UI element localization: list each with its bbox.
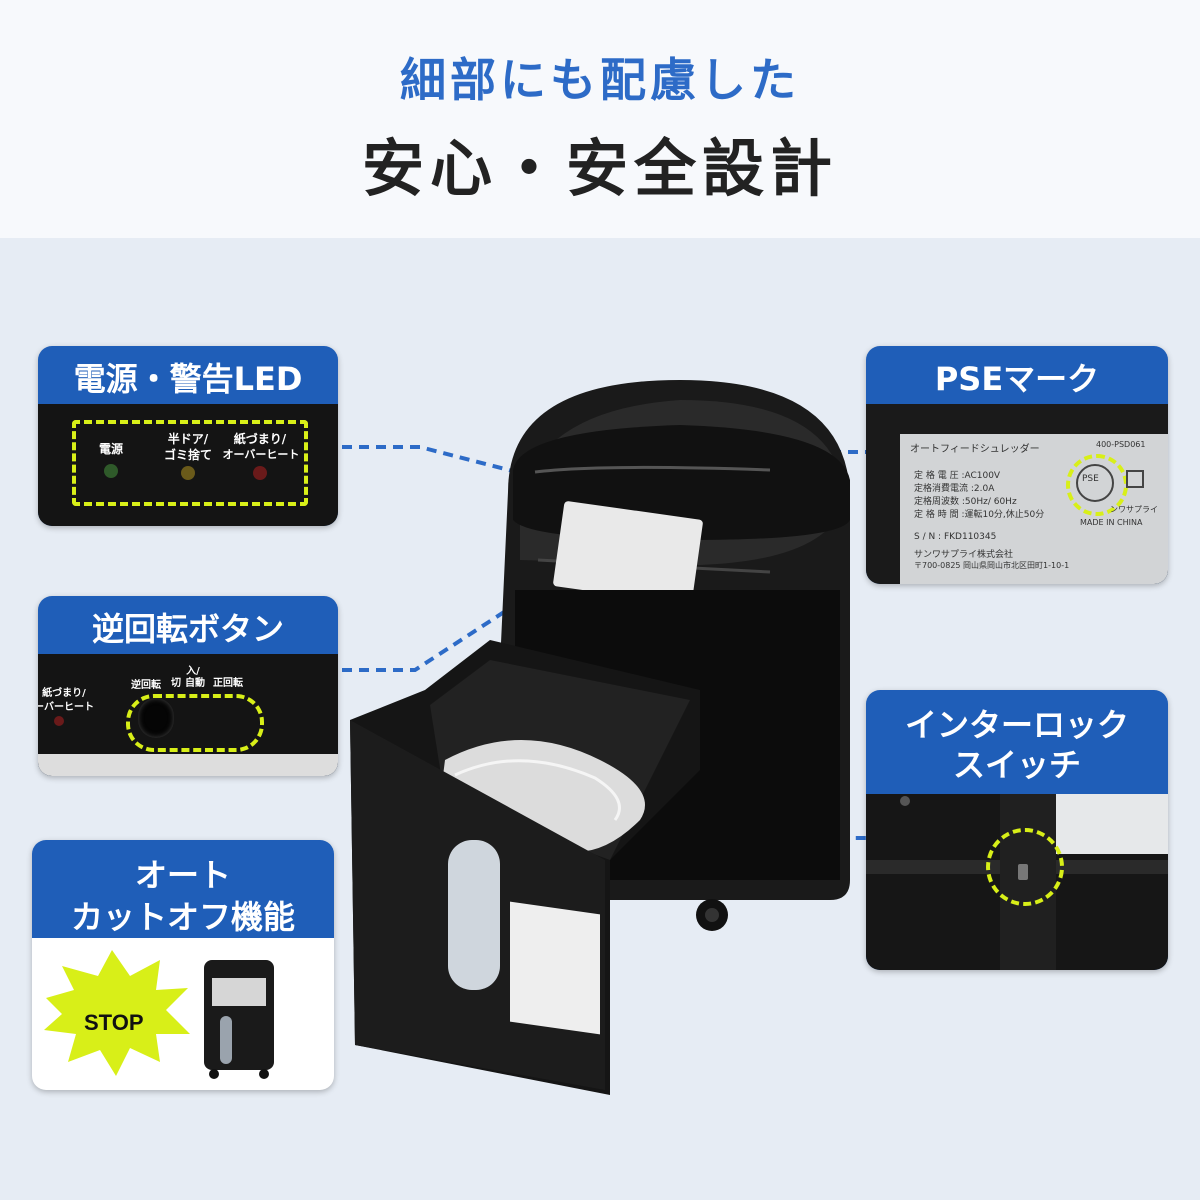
card-autocut-title-2: カットオフ機能 [70,898,295,936]
reverse-label-jam-2: ーバーヒート [38,702,94,713]
card-pse: PSEマーク オートフィードシュレッダー 400-PSD061 定 格 電 圧 … [866,346,1168,584]
headline-title: 安心・安全設計 [361,132,838,205]
plate-voltage: 定 格 電 圧 :AC100V [914,471,1001,481]
card-led-title: 電源・警告LED [73,360,303,398]
bin-window [448,840,500,990]
autocut-illustration [44,950,274,1079]
mini-shredder [204,960,274,1070]
card-interlock-title-2: スイッチ [952,746,1081,784]
rating-plate: オートフィードシュレッダー 400-PSD061 定 格 電 圧 :AC100V… [900,434,1168,584]
double-insulation-mark [1126,470,1144,488]
stop-label: STOP [84,1010,144,1035]
plate-maker-partial: ンワサプライ [1110,505,1158,514]
card-autocut: オート カットオフ機能 STOP [32,840,334,1090]
card-interlock: インターロック スイッチ [866,690,1168,970]
led-label-power: 電源 [98,442,123,456]
reverse-label-on-2: 自動 [185,678,205,689]
card-reverse-photo: 紙づまり/ ーバーヒート 逆回転 切 入/ 自動 正回転 [38,654,338,776]
reverse-jam-indicator [54,716,64,726]
connector-led [342,445,541,480]
headline-subtitle: 細部にも配慮した [400,53,800,107]
card-interlock-title-1: インターロック [904,706,1129,744]
plate-current: 定格消費電流 :2.0A [914,484,995,494]
led-power-indicator [104,464,118,478]
warning-sticker [553,501,703,605]
card-interlock-photo [866,794,1168,970]
led-label-door-1: 半ドア/ [167,432,209,446]
rocker-switch [138,698,174,738]
interlock-highlight-frame [986,828,1064,906]
led-label-jam-2: オーバーヒート [222,448,300,461]
plate-model: 400-PSD061 [1096,440,1146,449]
plate-company: サンワサプライ株式会社 [914,550,1014,560]
plate-time: 定 格 時 間 :運転10分,休止50分 [914,510,1045,520]
reverse-label-jam-1: 紙づまり/ [42,688,86,699]
bin-label [510,901,600,1035]
led-highlight-frame [72,420,308,506]
card-autocut-header [32,840,334,938]
reverse-label-forward: 正回転 [213,678,243,689]
reverse-label-on-1: 入/ [186,666,200,677]
plate-frequency: 定格周波数 :50Hz/ 60Hz [914,497,1017,507]
reverse-label-reverse: 逆回転 [131,680,161,691]
card-reverse-title: 逆回転ボタン [91,610,284,648]
card-reverse: 逆回転ボタン 紙づまり/ ーバーヒート 逆回転 切 入/ 自動 正回転 [38,596,338,776]
rocker-highlight-frame [126,694,264,752]
plate-product: オートフィードシュレッダー [910,444,1040,455]
led-label-jam-1: 紙づまり/ [233,432,287,446]
card-pse-photo: オートフィードシュレッダー 400-PSD061 定 格 電 圧 :AC100V… [866,404,1168,584]
sticker-strip [38,754,338,776]
card-autocut-title-1: オート [134,856,231,894]
led-jam-indicator [253,466,267,480]
plate-address: 〒700-0825 岡山県岡山市北区田町1-10-1 [914,561,1070,570]
plate-made-in: MADE IN CHINA [1080,518,1143,527]
card-pse-title: PSEマーク [934,360,1100,398]
led-label-door-2: ゴミ捨て [163,448,212,462]
stop-burst [44,950,190,1076]
card-led: 電源・警告LED 電源 半ドア/ ゴミ捨て 紙づまり/ オーバーヒート [38,346,338,526]
led-door-indicator [181,466,195,480]
header: 細部にも配慮した 安心・安全設計 [0,0,1200,238]
plate-serial: S / N : FKD110345 [914,532,997,542]
card-led-photo: 電源 半ドア/ ゴミ捨て 紙づまり/ オーバーヒート [38,404,338,526]
screw-icon [900,796,910,806]
interlock-panel-light [1036,794,1168,854]
reverse-label-off: 切 [171,678,181,689]
